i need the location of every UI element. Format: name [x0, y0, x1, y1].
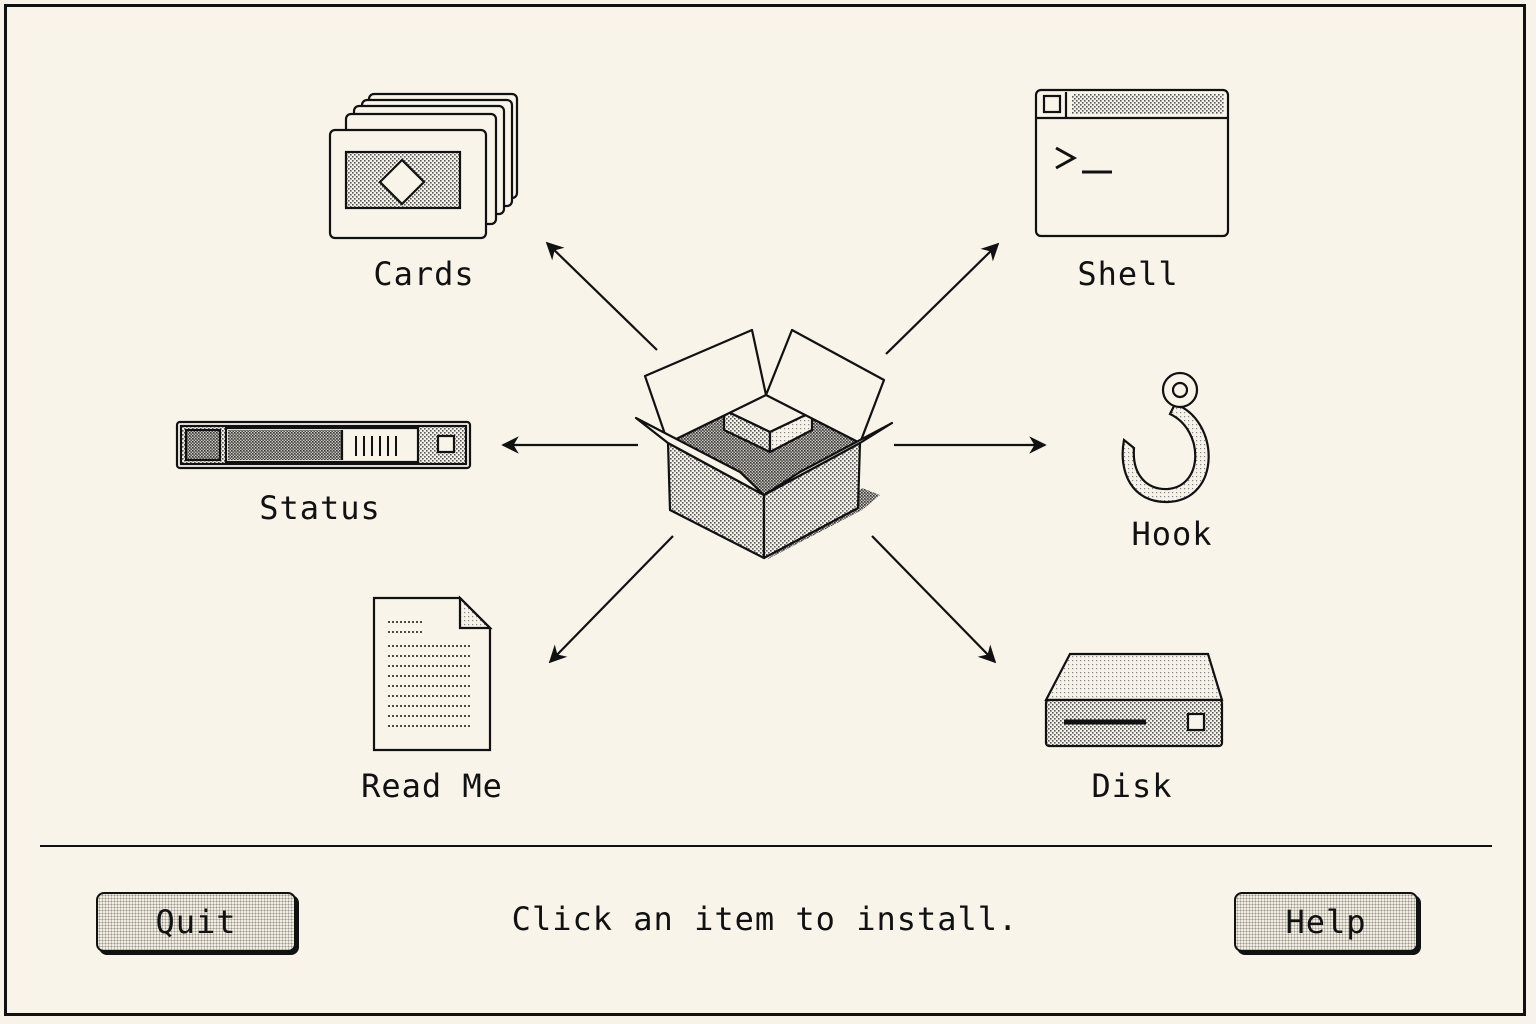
- item-hook-label: Hook: [1131, 515, 1213, 553]
- arrows: [501, 241, 1047, 664]
- document-icon: [372, 595, 493, 752]
- item-readme-label: Read Me: [361, 767, 503, 805]
- disk-drive-icon: [1044, 652, 1224, 748]
- item-status-label: Status: [259, 489, 381, 527]
- status-bar-icon: [175, 420, 472, 470]
- arrow-to-cards: [545, 241, 658, 351]
- arrow-to-disk: [871, 535, 997, 664]
- open-box-icon: [634, 328, 894, 560]
- terminal-window-icon: [1034, 88, 1230, 238]
- help-button[interactable]: Help: [1234, 892, 1418, 952]
- quit-button[interactable]: Quit: [96, 892, 296, 952]
- hook-icon: [1121, 371, 1210, 504]
- arrow-to-readme: [548, 535, 674, 664]
- instruction-text: Click an item to install.: [511, 900, 1019, 938]
- item-cards-label: Cards: [373, 255, 475, 293]
- arrow-to-shell: [885, 242, 1000, 355]
- footer-divider: [40, 845, 1492, 847]
- item-shell-label: Shell: [1077, 255, 1179, 293]
- cards-icon: [328, 92, 519, 240]
- item-disk-label: Disk: [1091, 767, 1173, 805]
